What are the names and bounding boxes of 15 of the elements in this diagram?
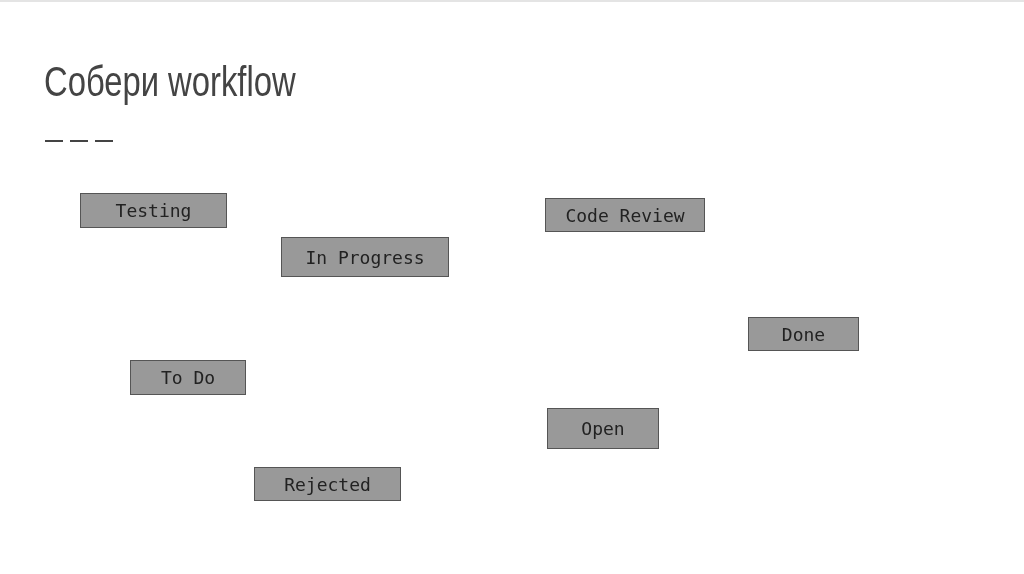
status-label: In Progress <box>305 246 425 268</box>
status-label: Done <box>781 323 826 345</box>
status-label: Open <box>581 418 625 439</box>
status-label: Code Review <box>565 204 685 226</box>
status-label: Testing <box>115 200 192 221</box>
status-box <box>130 360 246 395</box>
slide-title: Собери workflow <box>44 58 296 106</box>
status-box <box>254 467 401 501</box>
status-box <box>545 198 705 232</box>
status-label: To Do <box>160 367 216 388</box>
status-box <box>748 317 859 351</box>
status-label: Rejected <box>284 473 371 495</box>
status-box <box>281 237 449 277</box>
status-box <box>80 193 227 228</box>
status-box <box>547 408 659 449</box>
